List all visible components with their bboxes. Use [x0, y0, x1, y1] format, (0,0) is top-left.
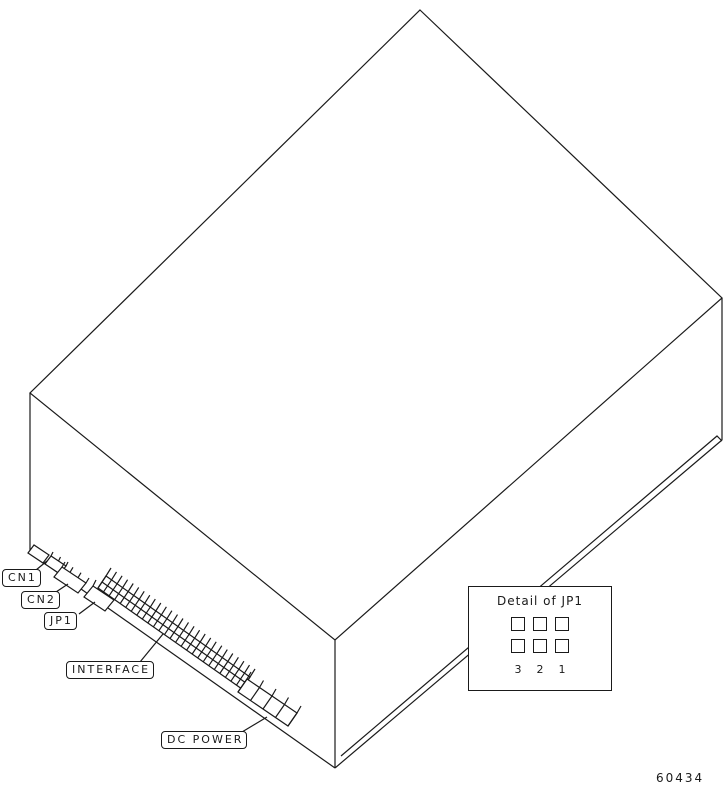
cn2-pins [61, 561, 90, 584]
jp1-pin-numbers: 3 2 1 [511, 663, 569, 676]
pin-number-2: 2 [536, 663, 544, 676]
cn2-leader-line [55, 583, 69, 593]
label-jp1: JP1 [44, 612, 77, 630]
figure-number: 60434 [656, 771, 705, 785]
jumper-pin [533, 617, 547, 631]
drive-bottom-lip-edge [340, 435, 723, 757]
interface-pins-rungs [97, 575, 251, 690]
pin-number-3: 3 [514, 663, 522, 676]
jp1-leader-line [78, 601, 96, 615]
drive-top-face [29, 9, 723, 641]
cn1-connector [27, 544, 50, 564]
jumper-pin [511, 639, 525, 653]
jp1-detail-box: Detail of JP1 3 2 1 [468, 586, 612, 691]
jumper-pin [555, 617, 569, 631]
jumper-pin [533, 639, 547, 653]
cn2-connector [53, 566, 87, 594]
jumper-pin [511, 617, 525, 631]
label-cn1: CN1 [2, 569, 41, 587]
cn1-leader-line [35, 560, 48, 571]
dc-power-leader-line [241, 716, 268, 733]
interface-leader-line [139, 633, 164, 663]
jp1-detail-title: Detail of JP1 [497, 594, 583, 608]
label-dc-power: DC POWER [161, 731, 248, 749]
label-interface: INTERFACE [66, 661, 155, 679]
jumper-pin [555, 639, 569, 653]
label-cn2: CN2 [21, 591, 60, 609]
interface-pins-upper [105, 567, 256, 678]
jp1-jumper-grid [511, 617, 569, 653]
cn1-pins [50, 551, 69, 567]
dc-power-pins-rungs [237, 678, 298, 727]
dc-power-pins-upper [246, 671, 302, 714]
pin-number-1: 1 [558, 663, 566, 676]
